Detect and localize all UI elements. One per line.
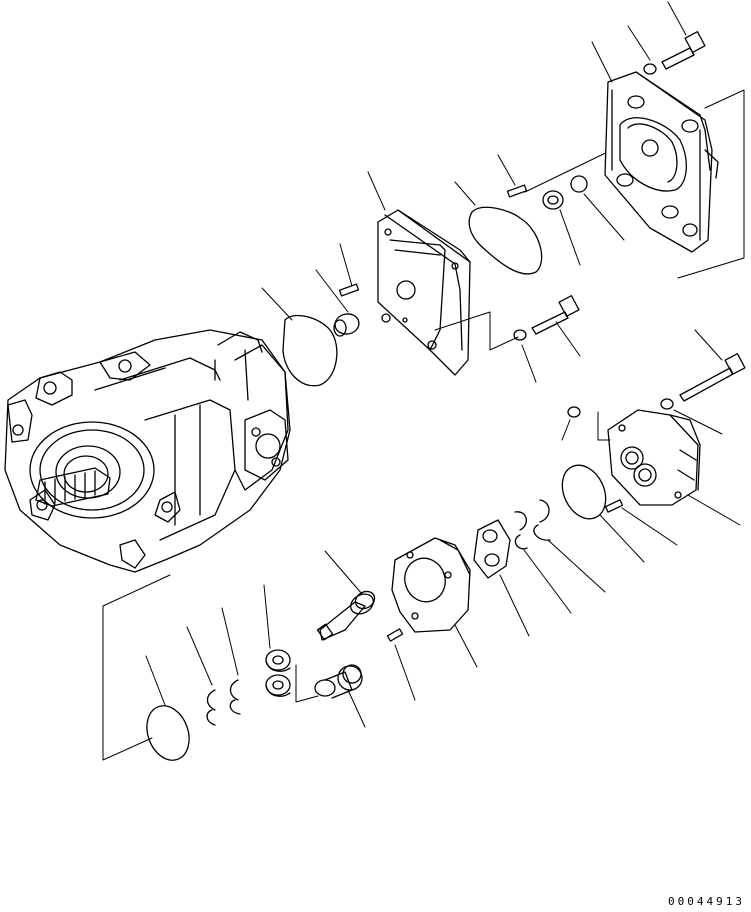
gear-plate [391,537,478,668]
bolt-bracket [434,311,519,351]
dowel-pin [497,145,621,198]
thrust-plate [473,519,530,637]
pump-housing [4,329,291,573]
snap-ring [186,607,241,726]
dowel-pin [338,243,360,297]
dowel-pin [604,499,678,546]
rear-body [607,409,741,526]
rear-washer [660,398,723,435]
drive-gear [316,550,376,641]
body-bolt [531,295,581,357]
bushing [315,269,360,337]
cover-bolt [661,1,706,70]
o-ring [542,175,625,266]
gasket [454,181,543,275]
pin [386,628,416,701]
snap-ring [514,499,606,614]
seal [561,464,645,563]
bolt-washer [513,329,537,383]
rear-bolt [679,329,746,402]
reference-code: 00044913 [668,895,745,908]
cap [145,655,190,761]
rear-cover-plate [591,41,719,253]
cover-washer [627,25,657,75]
gasket [261,287,338,387]
pump-body [367,171,471,376]
cap-bracket [102,574,171,761]
driven-gear [314,664,366,728]
thrust-plate [263,584,319,703]
plug [561,406,611,441]
cover-bracket [677,89,745,279]
